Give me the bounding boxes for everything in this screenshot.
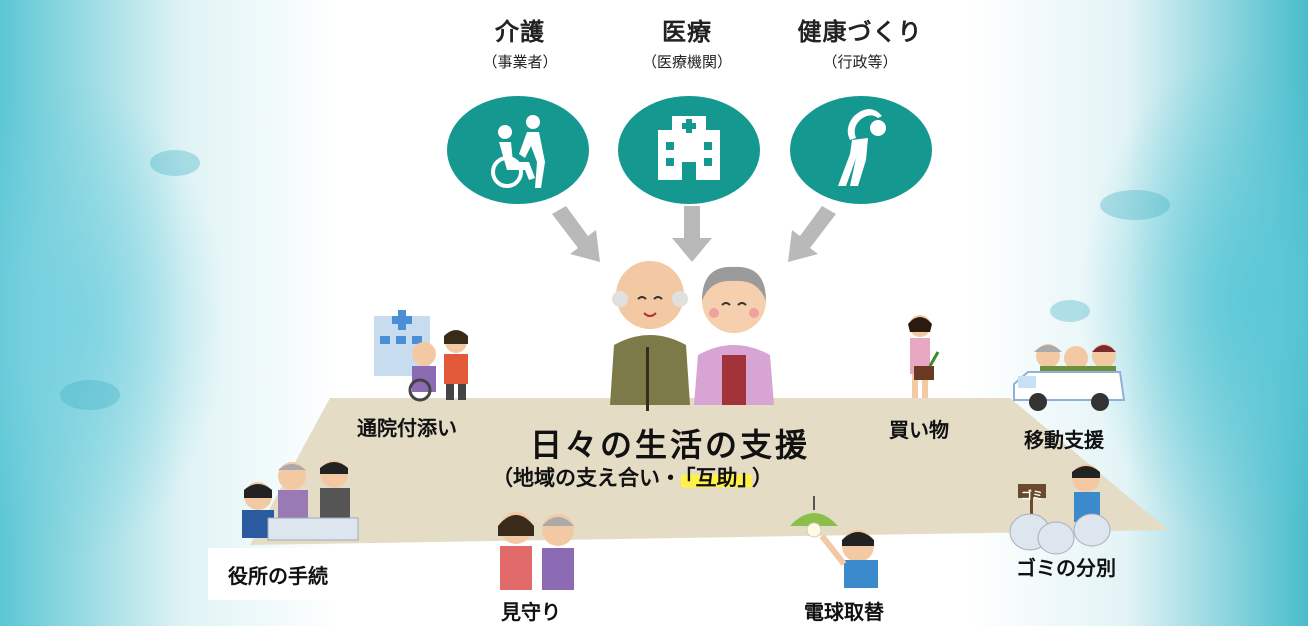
hospital-icon — [618, 96, 760, 204]
label-garbage: ゴミの分別 — [1016, 556, 1116, 580]
elderly-couple-illustration — [610, 261, 774, 411]
category-subtitle: （事業者） — [482, 53, 558, 71]
category-kaigo: 介護 （事業者） — [445, 12, 595, 72]
center-title: 日々の生活の支援 — [530, 426, 811, 464]
label-paperwork: 役所の手続 — [228, 564, 328, 588]
background-blob — [1100, 190, 1170, 220]
category-title: 医療 — [662, 18, 712, 46]
arrow-icon — [672, 206, 712, 262]
center-subtitle: （地域の支え合い・「互助」） — [492, 462, 773, 492]
wheelchair-care-icon — [447, 96, 589, 204]
arrow-icon — [788, 206, 836, 262]
mutual-aid-highlight: 「互助」 — [681, 466, 752, 490]
category-subtitle: （医療機関） — [641, 53, 732, 71]
background-blob — [1050, 300, 1090, 322]
background-blob — [60, 380, 120, 410]
background-blob — [150, 150, 200, 176]
label-transport: 移動支援 — [1024, 428, 1104, 452]
paperwork-illustration — [242, 460, 359, 541]
garbage-illustration — [1009, 464, 1111, 555]
transport-car-illustration — [1013, 344, 1126, 411]
label-hospital-escort: 通院付添い — [357, 416, 457, 440]
garbage-sign: ゴミ — [1021, 489, 1043, 502]
category-subtitle: （行政等） — [822, 53, 898, 71]
category-kenko: 健康づくり （行政等） — [785, 12, 935, 72]
label-box — [208, 548, 366, 600]
label-watching: 見守り — [501, 600, 561, 624]
center-subtitle-suffix: ） — [752, 466, 773, 490]
hospital-escort-illustration — [374, 310, 468, 402]
label-bulb: 電球取替 — [804, 600, 884, 624]
exercise-stretch-icon — [790, 96, 932, 204]
watching-illustration — [498, 512, 574, 590]
center-subtitle-prefix: （地域の支え合い・ — [492, 466, 681, 490]
category-title: 健康づくり — [797, 18, 923, 46]
arrow-icon — [552, 206, 600, 262]
category-title: 介護 — [495, 18, 545, 46]
category-iryo: 医療 （医療機関） — [612, 12, 762, 72]
bulb-illustration — [790, 496, 878, 588]
label-shopping: 買い物 — [889, 418, 949, 442]
shopping-woman-illustration — [908, 315, 940, 398]
